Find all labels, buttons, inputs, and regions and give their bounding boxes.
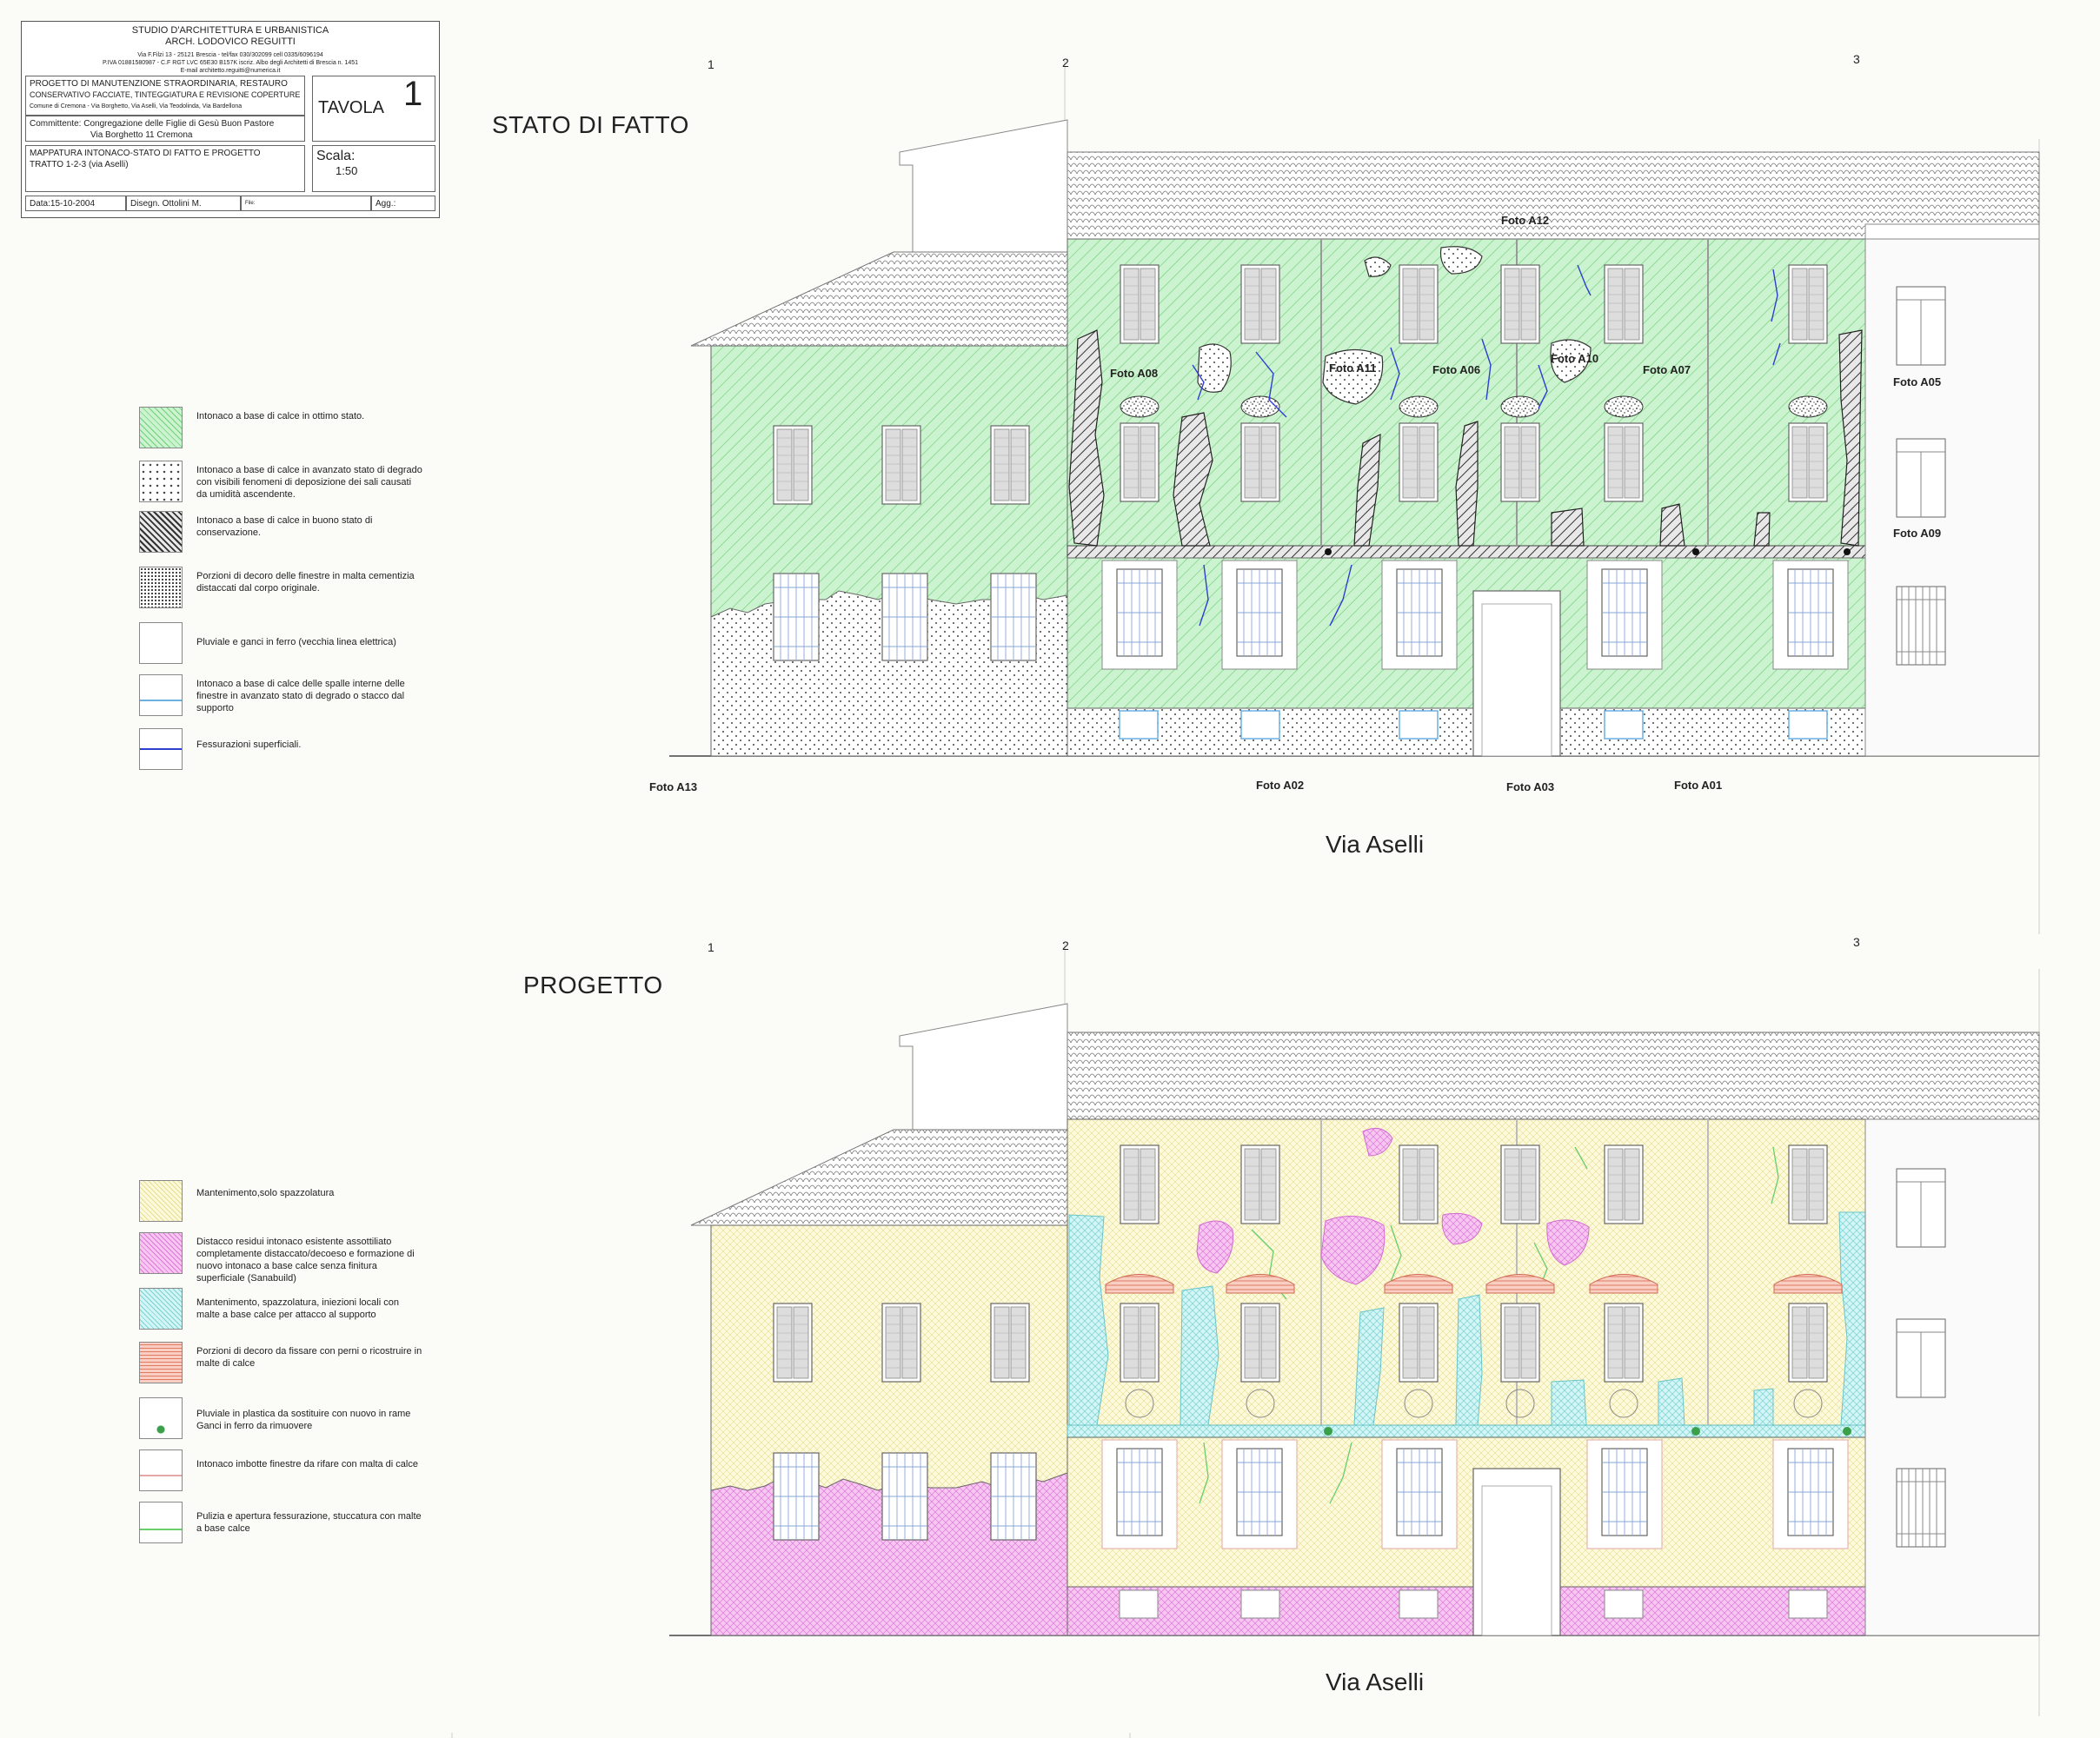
axis-label-1: 1	[708, 57, 714, 71]
file-cell: File:	[241, 196, 371, 211]
legend-text: Intonaco imbotte finestre da rifare con …	[196, 1459, 418, 1469]
legend-swatch	[139, 1232, 183, 1274]
legend-swatch	[139, 1502, 183, 1543]
scala-cell: Scala: 1:50	[312, 145, 435, 192]
foto-a12: Foto A12	[1501, 214, 1550, 227]
bottom-title: PROGETTO	[523, 972, 663, 998]
foto-a10: Foto A10	[1551, 352, 1599, 365]
legend-text: Pluviale e ganci in ferro (vecchia linea…	[196, 637, 396, 647]
update-cell: Agg.:	[371, 196, 435, 211]
studio-line-1: STUDIO D'ARCHITETTURA E URBANISTICA	[131, 25, 329, 36]
committente-line-2: Via Borghetto 11 Cremona	[90, 130, 193, 140]
top-street-label: Via Aselli	[1326, 831, 1425, 858]
tavola-cell: TAVOLA 1	[312, 76, 435, 142]
mapping-cell: MAPPATURA INTONACO-STATO DI FATTO E PROG…	[25, 145, 305, 192]
title-block: STUDIO D'ARCHITETTURA E URBANISTICA ARCH…	[21, 21, 440, 218]
legend-text: Pulizia e apertura fessurazione, stuccat…	[196, 1511, 422, 1534]
legend-swatch	[139, 511, 183, 553]
legend-text: Intonaco a base di calce delle spalle in…	[196, 679, 405, 713]
legend-swatch	[139, 567, 183, 608]
axis-label-2: 2	[1062, 56, 1069, 70]
drawn-by-cell: Disegn. Ottolini M.	[126, 196, 241, 211]
legend-text: Fessurazioni superficiali.	[196, 740, 302, 750]
top-elevation	[669, 61, 2040, 934]
email-line: E-mail architetto.reguitti@numerica.it	[180, 68, 281, 74]
project-line-1: PROGETTO DI MANUTENZIONE STRAORDINARIA, …	[30, 79, 288, 89]
legend-swatch	[139, 1180, 183, 1222]
scala-label: Scala:	[316, 149, 356, 163]
foto-a01: Foto A01	[1674, 779, 1723, 792]
legend-swatch	[139, 674, 183, 716]
bottom-elevation	[669, 943, 2040, 1716]
project-cell: PROGETTO DI MANUTENZIONE STRAORDINARIA, …	[25, 76, 305, 116]
legend-swatch	[139, 622, 183, 664]
mapping-line-2: TRATTO 1-2-3 (via Aselli)	[30, 160, 129, 169]
mapping-line-1: MAPPATURA INTONACO-STATO DI FATTO E PROG…	[30, 149, 261, 158]
legend-text: Mantenimento, spazzolatura, iniezioni lo…	[196, 1297, 399, 1320]
address-line-1: Via F.Filzi 13 - 25121 Brescia - tel/fax…	[137, 52, 323, 58]
project-line-2: CONSERVATIVO FACCIATE, TINTEGGIATURA E R…	[30, 90, 301, 99]
axis-label-2-bottom: 2	[1062, 939, 1069, 952]
foto-a05: Foto A05	[1893, 375, 1942, 388]
legend-swatch	[139, 1342, 183, 1383]
legend-swatch	[139, 1288, 183, 1330]
tavola-label: TAVOLA	[318, 98, 384, 117]
axis-label-1-bottom: 1	[708, 940, 714, 954]
committente-line-1: Committente: Congregazione delle Figlie …	[30, 119, 275, 129]
foto-a13: Foto A13	[649, 780, 698, 793]
legend-text: Porzioni di decoro delle finestre in mal…	[196, 571, 415, 594]
legend-swatch	[139, 461, 183, 502]
legend-text: Intonaco a base di calce in avanzato sta…	[196, 465, 422, 500]
address-line-2: P.IVA 01881580987 - C.F RGT LVC 65E30 B1…	[102, 60, 359, 66]
legend-swatch	[139, 728, 183, 770]
project-line-3: Comune di Cremona - Via Borghetto, Via A…	[30, 103, 243, 109]
legend-text: Distacco residui intonaco esistente asso…	[196, 1237, 415, 1284]
legend-swatch	[139, 407, 183, 448]
legend-text: Intonaco a base di calce in buono stato …	[196, 515, 373, 538]
date-cell: Data:15-10-2004	[25, 196, 126, 211]
legend-text: Pluviale in plastica da sostituire con n…	[196, 1409, 411, 1431]
legend-text: Porzioni di decoro da fissare con perni …	[196, 1346, 422, 1369]
legend-swatch	[139, 1449, 183, 1491]
studio-name: STUDIO D'ARCHITETTURA E URBANISTICA ARCH…	[22, 25, 439, 48]
foto-a07: Foto A07	[1643, 363, 1691, 376]
studio-line-2: ARCH. LODOVICO REGUITTI	[165, 36, 296, 47]
legend-text: Intonaco a base di calce in ottimo stato…	[196, 411, 365, 421]
committente-cell: Committente: Congregazione delle Figlie …	[25, 116, 305, 142]
axis-label-3-bottom: 3	[1853, 935, 1860, 949]
bottom-street-label: Via Aselli	[1326, 1668, 1425, 1695]
foto-a11: Foto A11	[1329, 362, 1377, 375]
foto-a09: Foto A09	[1893, 527, 1942, 540]
scala-value: 1:50	[336, 164, 358, 177]
legend-swatch	[139, 1397, 183, 1439]
axis-label-3: 3	[1853, 52, 1860, 66]
foto-a02: Foto A02	[1256, 779, 1305, 792]
top-title: STATO DI FATTO	[492, 111, 689, 138]
legend-text: Mantenimento,solo spazzolatura	[196, 1188, 335, 1198]
foto-a06: Foto A06	[1432, 363, 1481, 376]
foto-a08: Foto A08	[1110, 367, 1159, 380]
foto-a03: Foto A03	[1506, 780, 1555, 793]
